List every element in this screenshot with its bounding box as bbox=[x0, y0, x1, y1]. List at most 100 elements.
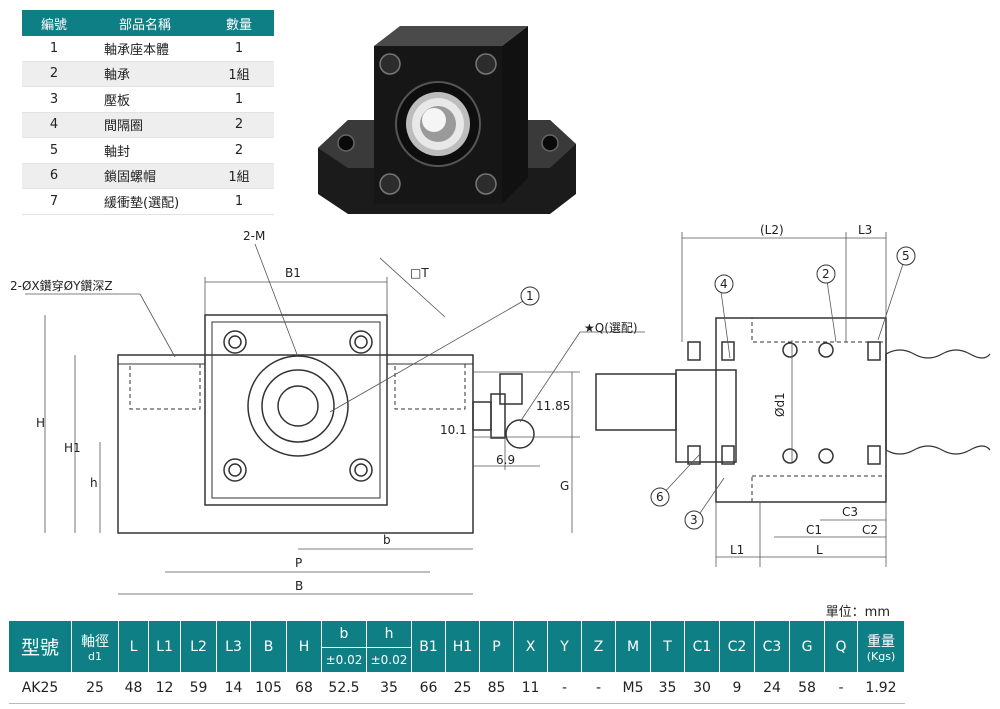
spec-header-weight-unit: (Kgs) bbox=[866, 649, 896, 663]
spec-header-h-tol: ±0.02 bbox=[366, 647, 412, 673]
parts-table: 編號 部品名稱 數量 1 軸承座本體 1 2 軸承 1組 3 壓板 1 4 間隔… bbox=[22, 10, 274, 215]
part-name: 壓板 bbox=[86, 86, 204, 113]
callout-4-label: 4 bbox=[720, 277, 728, 291]
spec-header-row: 型號 軸徑 d1 L L1 L2 L3 B H b h B1 H1 P X Y … bbox=[8, 620, 905, 673]
spec-header-weight: 重量 (Kgs) bbox=[857, 620, 905, 673]
spec-cell: 9 bbox=[719, 672, 755, 704]
unit-label: 單位：mm bbox=[825, 605, 890, 620]
spec-cell: 14 bbox=[216, 672, 251, 704]
spec-header-col: B1 bbox=[411, 620, 446, 673]
spec-header-h: h bbox=[366, 620, 412, 648]
callout-6 bbox=[650, 487, 670, 507]
h-small-label: h bbox=[90, 476, 98, 490]
spec-cell: - bbox=[824, 672, 858, 704]
b1-label: B1 bbox=[285, 266, 301, 280]
spec-header-col: L2 bbox=[180, 620, 217, 673]
spec-cell: - bbox=[547, 672, 582, 704]
side-view-dimensions bbox=[659, 232, 906, 567]
spec-cell: 85 bbox=[479, 672, 514, 704]
h-label: H bbox=[36, 416, 45, 430]
c2-label: C2 bbox=[862, 523, 878, 537]
spec-header-col: Y bbox=[547, 620, 582, 673]
bearing-block-photo bbox=[318, 26, 576, 214]
part-name: 軸封 bbox=[86, 137, 204, 164]
spec-cell: 35 bbox=[650, 672, 685, 704]
spec-header-col: L3 bbox=[216, 620, 251, 673]
part-no: 7 bbox=[22, 188, 86, 215]
spec-cell: 105 bbox=[250, 672, 287, 704]
parts-header-row: 編號 部品名稱 數量 bbox=[22, 10, 274, 36]
parts-row: 5 軸封 2 bbox=[22, 137, 274, 164]
h1-label: H1 bbox=[64, 441, 81, 455]
spec-header-col: T bbox=[650, 620, 685, 673]
spec-cell: M5 bbox=[615, 672, 651, 704]
part-name: 軸承座本體 bbox=[86, 36, 204, 62]
front-view-dimensions bbox=[25, 243, 645, 595]
spec-cell: 25 bbox=[71, 672, 119, 704]
spec-cell: 58 bbox=[789, 672, 825, 704]
spec-cell: 35 bbox=[366, 672, 412, 704]
dim-10-1: 10.1 bbox=[440, 423, 467, 437]
spec-header-sub-row: ±0.02 ±0.02 bbox=[9, 647, 905, 673]
callout-1 bbox=[520, 286, 540, 306]
spec-header-col: Z bbox=[581, 620, 616, 673]
spec-cell: AK25 bbox=[8, 672, 72, 704]
parts-header-name: 部品名稱 bbox=[86, 10, 204, 36]
callout-1-label: 1 bbox=[526, 289, 534, 303]
spec-header-shaft: 軸徑 d1 bbox=[71, 620, 119, 673]
part-no: 2 bbox=[22, 61, 86, 87]
spec-header-col: C2 bbox=[719, 620, 755, 673]
l3-label: L3 bbox=[858, 223, 872, 237]
callout-5 bbox=[896, 246, 916, 266]
m-note: 2-M bbox=[243, 229, 265, 243]
part-qty: 2 bbox=[204, 137, 274, 164]
front-view bbox=[117, 314, 535, 534]
spec-header-col: H1 bbox=[445, 620, 480, 673]
part-name: 軸承 bbox=[86, 61, 204, 87]
spec-header-col: G bbox=[789, 620, 825, 673]
spec-cell: 12 bbox=[148, 672, 181, 704]
dim-6-9: 6.9 bbox=[496, 453, 515, 467]
spec-cell: 52.5 bbox=[321, 672, 367, 704]
spec-header-col: B bbox=[250, 620, 287, 673]
part-no: 5 bbox=[22, 137, 86, 164]
part-qty: 1組 bbox=[204, 163, 274, 189]
part-qty: 1 bbox=[204, 86, 274, 113]
parts-header-qty: 數量 bbox=[204, 10, 274, 36]
spec-header-b-tol: ±0.02 bbox=[321, 647, 367, 673]
p-label: P bbox=[295, 556, 302, 570]
c3-label: C3 bbox=[842, 505, 858, 519]
spec-cell: 1.92 bbox=[857, 672, 905, 704]
part-no: 1 bbox=[22, 36, 86, 62]
spec-header-weight-label: 重量 bbox=[867, 633, 895, 650]
spec-cell: 48 bbox=[118, 672, 149, 704]
spec-cell: 59 bbox=[180, 672, 217, 704]
callout-3 bbox=[684, 510, 704, 530]
callout-4 bbox=[714, 274, 734, 294]
side-view bbox=[595, 317, 991, 503]
part-no: 4 bbox=[22, 112, 86, 138]
spec-header-col: L bbox=[118, 620, 149, 673]
part-name: 鎖固螺帽 bbox=[86, 163, 204, 189]
spec-header-col: C3 bbox=[754, 620, 790, 673]
spec-header-col: P bbox=[479, 620, 514, 673]
spec-header-col: X bbox=[513, 620, 548, 673]
part-no: 3 bbox=[22, 86, 86, 113]
part-name: 緩衝墊(選配) bbox=[86, 188, 204, 215]
spec-header-col: H bbox=[286, 620, 322, 673]
callout-6-label: 6 bbox=[656, 490, 664, 504]
spec-cell: 24 bbox=[754, 672, 790, 704]
l2-label: (L2) bbox=[760, 223, 784, 237]
spec-row: AK25 25 48 12 59 14 105 68 52.5 35 66 25… bbox=[8, 672, 905, 704]
part-qty: 1組 bbox=[204, 61, 274, 87]
spec-header-shaft-sub: d1 bbox=[88, 649, 102, 663]
d1-label: Ød1 bbox=[773, 392, 787, 417]
parts-row: 4 間隔圈 2 bbox=[22, 112, 274, 138]
t-note: □T bbox=[410, 266, 429, 280]
spec-header-col: C1 bbox=[684, 620, 720, 673]
spec-header-col: L1 bbox=[148, 620, 181, 673]
spec-header-shaft-label: 軸徑 bbox=[81, 633, 109, 650]
parts-row: 2 軸承 1組 bbox=[22, 61, 274, 87]
spec-cell: 25 bbox=[445, 672, 480, 704]
spec-header-model: 型號 bbox=[8, 620, 72, 673]
